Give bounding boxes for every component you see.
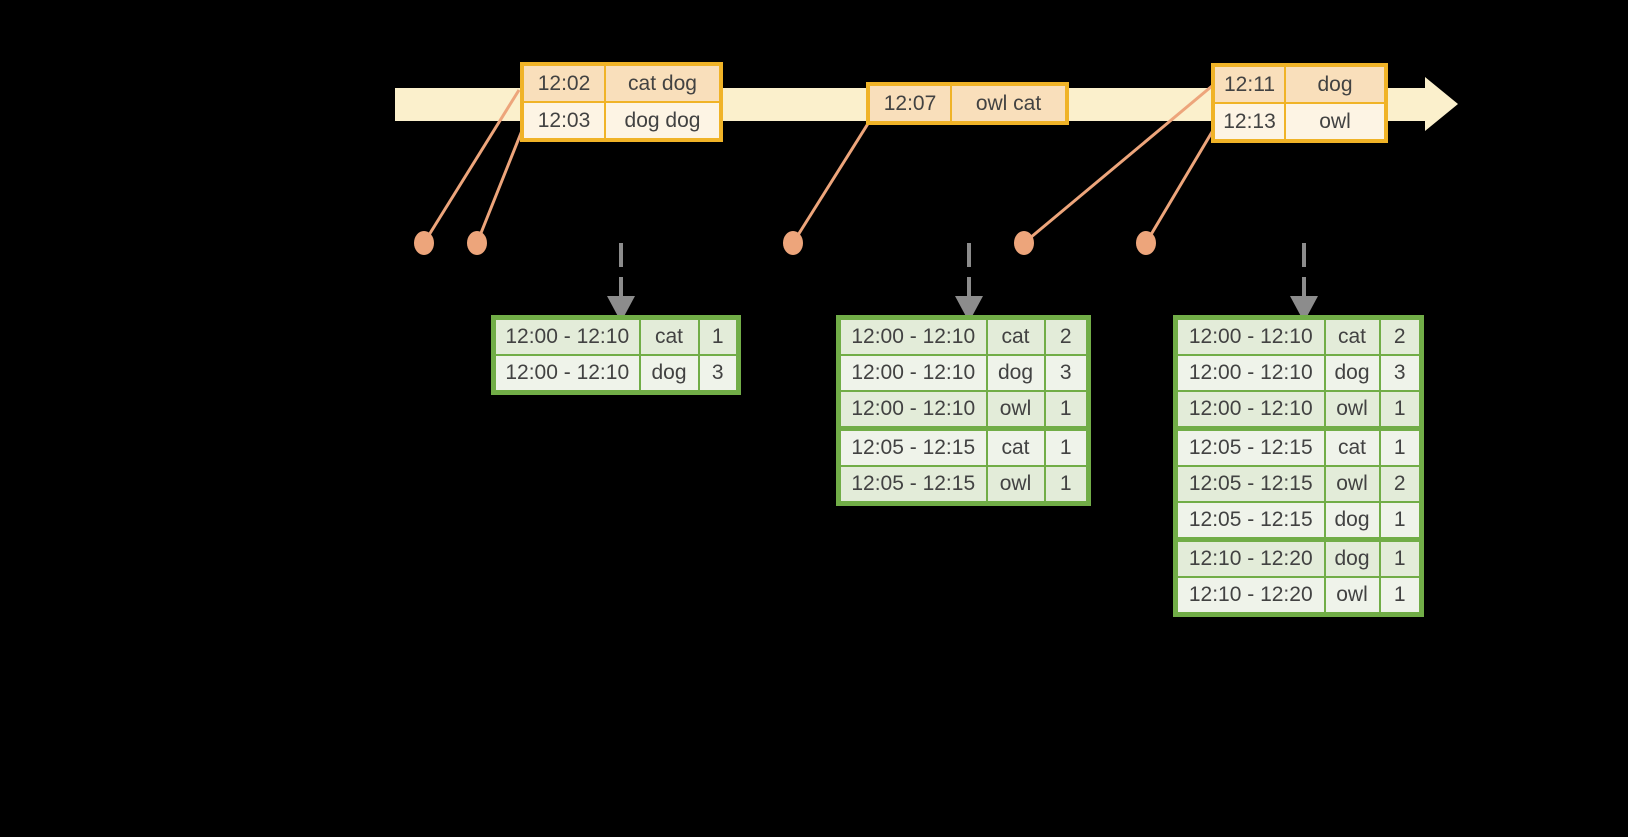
- window-cell: 12:05 - 12:15: [837, 426, 988, 467]
- trigger-arrowhead-icon-2: [955, 296, 983, 322]
- event-table-3: 12:11 dog 12:13 owl: [1211, 63, 1388, 143]
- result-row: 12:10 - 12:20 dog 1: [1174, 537, 1423, 578]
- window-cell: 12:00 - 12:10: [1174, 354, 1326, 392]
- event-connector-1: [422, 89, 521, 244]
- result-row: 12:00 - 12:10 cat 2: [837, 316, 1090, 356]
- count-cell: 2: [1378, 316, 1423, 356]
- window-cell: 12:05 - 12:15: [1174, 501, 1326, 541]
- count-cell: 1: [1378, 501, 1423, 541]
- count-cell: 3: [697, 354, 740, 394]
- event-dot-1: [414, 231, 434, 255]
- window-cell: 12:00 - 12:10: [492, 316, 641, 356]
- event-dot-5: [1136, 231, 1156, 255]
- result-row: 12:05 - 12:15 owl 2: [1174, 465, 1423, 503]
- event-words: owl cat: [950, 83, 1068, 124]
- count-cell: 1: [697, 316, 740, 356]
- count-cell: 1: [1043, 465, 1090, 505]
- word-cell: cat: [1323, 426, 1381, 467]
- result-row: 12:00 - 12:10 dog 3: [1174, 354, 1423, 392]
- word-cell: dog: [1323, 354, 1381, 392]
- result-row: 12:10 - 12:20 owl 1: [1174, 576, 1423, 616]
- window-cell: 12:00 - 12:10: [1174, 316, 1326, 356]
- event-time: 12:11: [1212, 64, 1286, 104]
- event-dot-4: [1014, 231, 1034, 255]
- count-cell: 1: [1378, 390, 1423, 430]
- event-time: 12:03: [521, 101, 606, 141]
- event-row: 12:13 owl: [1212, 102, 1387, 142]
- trigger-arrowhead-icon-1: [607, 296, 635, 322]
- result-row: 12:05 - 12:15 cat 1: [837, 426, 1090, 467]
- window-cell: 12:05 - 12:15: [837, 465, 988, 505]
- window-cell: 12:00 - 12:10: [1174, 390, 1326, 430]
- event-row: 12:11 dog: [1212, 64, 1387, 104]
- count-cell: 3: [1043, 354, 1090, 392]
- event-words: dog dog: [604, 101, 722, 141]
- event-connector-2: [475, 127, 525, 244]
- window-cell: 12:00 - 12:10: [492, 354, 641, 394]
- window-cell: 12:10 - 12:20: [1174, 537, 1326, 578]
- word-cell: cat: [985, 316, 1046, 356]
- event-connector-5: [1144, 126, 1217, 244]
- result-table-1: 12:00 - 12:10 cat 1 12:00 - 12:10 dog 3: [491, 315, 741, 395]
- event-connector-4: [1023, 84, 1213, 245]
- event-row: 12:03 dog dog: [521, 101, 722, 141]
- event-row: 12:07 owl cat: [867, 83, 1068, 124]
- count-cell: 1: [1043, 426, 1090, 467]
- result-table-3: 12:00 - 12:10 cat 2 12:00 - 12:10 dog 3 …: [1173, 315, 1424, 617]
- event-words: dog: [1284, 64, 1387, 104]
- result-row: 12:00 - 12:10 owl 1: [837, 390, 1090, 430]
- word-cell: owl: [1323, 576, 1381, 616]
- count-cell: 2: [1043, 316, 1090, 356]
- event-words: cat dog: [604, 63, 722, 103]
- word-cell: cat: [1323, 316, 1381, 356]
- word-cell: dog: [985, 354, 1046, 392]
- event-time: 12:13: [1212, 102, 1286, 142]
- result-row: 12:05 - 12:15 owl 1: [837, 465, 1090, 505]
- window-cell: 12:00 - 12:10: [837, 354, 988, 392]
- result-row: 12:00 - 12:10 dog 3: [837, 354, 1090, 392]
- result-row: 12:00 - 12:10 cat 2: [1174, 316, 1423, 356]
- event-dot-3: [783, 231, 803, 255]
- event-dots: [414, 231, 1156, 255]
- count-cell: 1: [1043, 390, 1090, 430]
- trigger-arrowhead-icon-3: [1290, 296, 1318, 322]
- count-cell: 1: [1378, 537, 1423, 578]
- result-row: 12:00 - 12:10 cat 1: [492, 316, 740, 356]
- event-dot-2: [467, 231, 487, 255]
- result-row: 12:00 - 12:10 dog 3: [492, 354, 740, 394]
- word-cell: owl: [1323, 390, 1381, 430]
- event-connector-3: [791, 121, 871, 244]
- count-cell: 1: [1378, 426, 1423, 467]
- window-cell: 12:05 - 12:15: [1174, 465, 1326, 503]
- event-row: 12:02 cat dog: [521, 63, 722, 103]
- word-cell: dog: [1323, 501, 1381, 541]
- word-cell: owl: [985, 465, 1046, 505]
- word-cell: dog: [1323, 537, 1381, 578]
- word-cell: owl: [985, 390, 1046, 430]
- window-cell: 12:00 - 12:10: [837, 316, 988, 356]
- result-row: 12:05 - 12:15 dog 1: [1174, 501, 1423, 541]
- result-row: 12:05 - 12:15 cat 1: [1174, 426, 1423, 467]
- count-cell: 1: [1378, 576, 1423, 616]
- event-table-1: 12:02 cat dog 12:03 dog dog: [520, 62, 723, 142]
- count-cell: 3: [1378, 354, 1423, 392]
- trigger-arrowheads: [607, 296, 1318, 322]
- window-cell: 12:10 - 12:20: [1174, 576, 1326, 616]
- timeline-arrowhead-icon: [1425, 77, 1458, 131]
- event-words: owl: [1284, 102, 1387, 142]
- trigger-arrows: [619, 243, 1306, 299]
- result-row: 12:00 - 12:10 owl 1: [1174, 390, 1423, 430]
- word-cell: cat: [638, 316, 700, 356]
- window-cell: 12:05 - 12:15: [1174, 426, 1326, 467]
- count-cell: 2: [1378, 465, 1423, 503]
- event-connectors: [422, 84, 1217, 245]
- event-time: 12:07: [867, 83, 952, 124]
- event-table-2: 12:07 owl cat: [866, 82, 1069, 125]
- result-table-2: 12:00 - 12:10 cat 2 12:00 - 12:10 dog 3 …: [836, 315, 1091, 506]
- window-cell: 12:00 - 12:10: [837, 390, 988, 430]
- word-cell: cat: [985, 426, 1046, 467]
- word-cell: dog: [638, 354, 700, 394]
- word-cell: owl: [1323, 465, 1381, 503]
- event-time: 12:02: [521, 63, 606, 103]
